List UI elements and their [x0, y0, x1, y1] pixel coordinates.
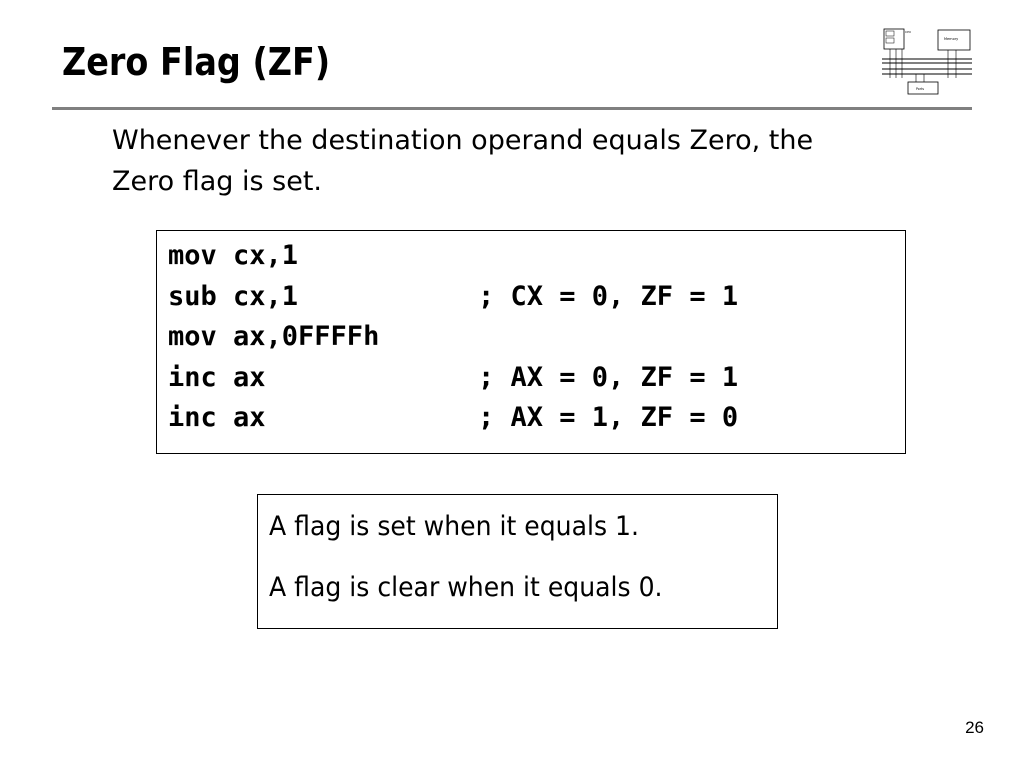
slide-title: Zero Flag (ZF) — [62, 40, 331, 84]
code-instruction: mov cx,1 — [168, 240, 299, 271]
code-instruction: mov ax,0FFFFh — [168, 321, 380, 352]
code-instruction: sub cx,1 — [168, 280, 299, 312]
code-example-box: mov cx,1 sub cx,1 ; CX = 0, ZF = 1 mov a… — [156, 230, 906, 454]
title-rule — [52, 107, 972, 110]
intro-line: Zero flag is set. — [112, 166, 322, 197]
code-line: mov cx,1 — [168, 236, 905, 277]
logo-ports-label: Ports — [916, 87, 924, 91]
flag-definition-box: A flag is set when it equals 1. A flag i… — [257, 494, 778, 629]
code-line: sub cx,1 ; CX = 0, ZF = 1 — [168, 277, 905, 318]
code-line: inc ax ; AX = 0, ZF = 1 — [168, 358, 905, 399]
logo-cpu-label: CPU — [905, 30, 911, 34]
code-comment: ; AX = 1, ZF = 0 — [478, 402, 739, 433]
computer-architecture-diagram-icon: CPU Memory Ports — [882, 28, 972, 95]
intro-paragraph: Whenever the destination operand equals … — [112, 120, 932, 202]
flag-clear-definition: A flag is clear when it equals 0. — [269, 572, 663, 603]
code-instruction: inc ax — [168, 361, 266, 393]
intro-line: Whenever the destination operand equals … — [112, 125, 814, 156]
flag-set-definition: A flag is set when it equals 1. — [269, 511, 639, 542]
code-line: inc ax ; AX = 1, ZF = 0 — [168, 398, 905, 439]
code-comment: ; CX = 0, ZF = 1 — [478, 280, 739, 312]
logo-memory-label: Memory — [944, 37, 958, 41]
code-comment: ; AX = 0, ZF = 1 — [478, 361, 739, 393]
page-number: 26 — [965, 718, 984, 737]
code-line: mov ax,0FFFFh — [168, 317, 905, 358]
code-instruction: inc ax — [168, 402, 266, 433]
